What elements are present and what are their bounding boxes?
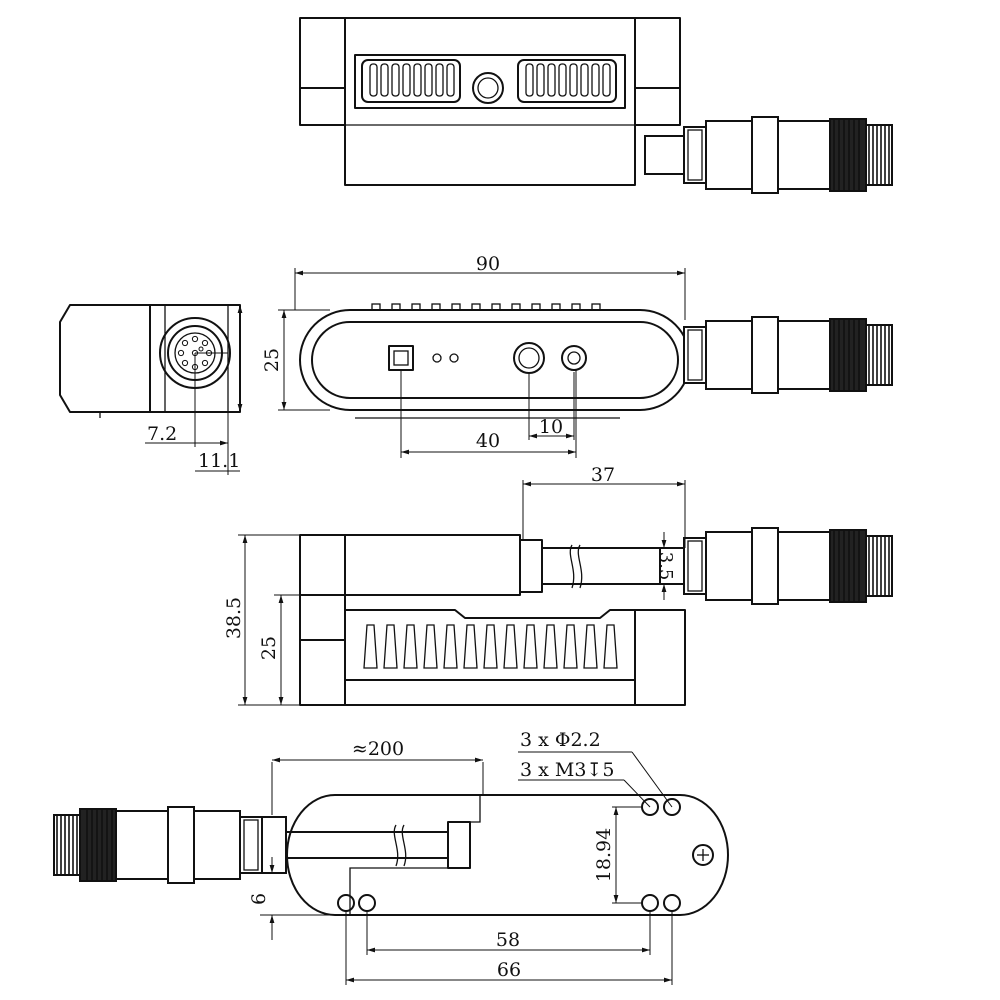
dim-holes-b: 3 x M3↧5 bbox=[520, 759, 614, 781]
dim-offset-a: 7.2 bbox=[147, 423, 177, 445]
dim-body-height: 25 bbox=[258, 636, 280, 660]
dim-edge-offset: 6 bbox=[248, 893, 270, 905]
dim-height: 25 bbox=[261, 348, 283, 372]
bottom-view: ≈200 3 x Φ2.2 3 x M3↧5 18.94 6 58 66 bbox=[53, 729, 729, 985]
dim-width: 90 bbox=[476, 253, 500, 275]
top-view bbox=[299, 17, 893, 194]
dim-spacing-b: 10 bbox=[539, 416, 563, 438]
dim-cable-offset: 3.5 bbox=[655, 552, 676, 581]
dim-cable-length: ≈200 bbox=[352, 738, 404, 760]
dim-total-height: 38.5 bbox=[223, 597, 245, 639]
dim-hole-spacing-a: 58 bbox=[496, 929, 520, 951]
dim-hole-spacing-v: 18.94 bbox=[593, 828, 615, 882]
front-view: 90 25 40 10 bbox=[261, 253, 893, 458]
elevation-view: 37 38.5 25 3.5 bbox=[223, 464, 893, 706]
dim-hole-spacing-b: 66 bbox=[497, 959, 521, 981]
dim-offset-b: 11.1 bbox=[198, 450, 240, 472]
dim-holes-a: 3 x Φ2.2 bbox=[520, 729, 601, 751]
dim-length: 37 bbox=[591, 464, 615, 486]
dim-spacing-a: 40 bbox=[476, 430, 500, 452]
side-view: 7.2 11.1 bbox=[59, 304, 243, 475]
